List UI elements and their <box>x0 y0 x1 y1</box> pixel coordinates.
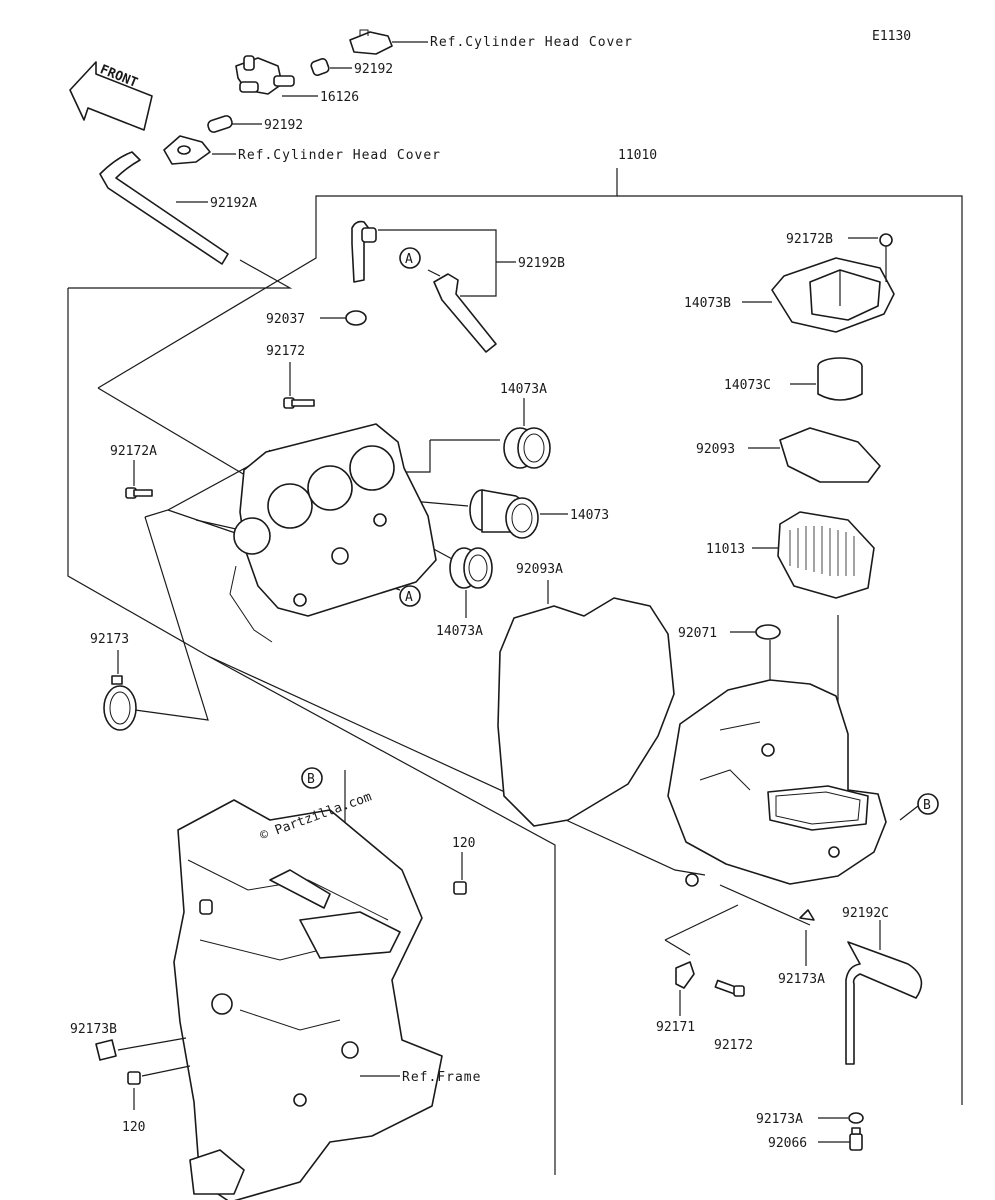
gasket-92093A <box>497 597 675 827</box>
frame-main <box>173 799 443 1200</box>
label-14073A-bottom: 14073A <box>436 624 483 639</box>
label-120-bottom: 120 <box>122 1120 145 1135</box>
label-92037: 92037 <box>266 312 305 327</box>
callout-a-top: A <box>399 247 421 269</box>
label-92173A-top: 92173A <box>778 972 825 987</box>
label-ref-head-bottom: Ref.Cylinder Head Cover <box>238 148 441 163</box>
boot-14073A-top <box>503 427 551 469</box>
boot-14073A-bottom <box>449 547 493 589</box>
label-92172-bottom: 92172 <box>714 1038 753 1053</box>
label-92192B: 92192B <box>518 256 565 271</box>
label-14073C: 14073C <box>724 378 771 393</box>
callout-a-top-text: A <box>405 252 413 267</box>
head-cover-ref-top <box>349 31 393 55</box>
label-92066: 92066 <box>768 1136 807 1151</box>
label-92192A: 92192A <box>210 196 257 211</box>
hose-92192C <box>845 941 923 1065</box>
label-92173A-bottom: 92173A <box>756 1112 803 1127</box>
label-11010: 11010 <box>618 148 657 163</box>
filter-element-11013 <box>777 511 875 599</box>
label-92071: 92071 <box>678 626 717 641</box>
bolt-92172-top <box>283 397 315 409</box>
hose-92192-top <box>310 58 330 76</box>
bolt-92172-bottom <box>714 979 745 997</box>
clamp-92173 <box>103 675 137 731</box>
intake-duct-group <box>103 362 675 827</box>
callout-a-bottom-text: A <box>405 590 413 605</box>
label-92171: 92171 <box>656 1020 695 1035</box>
label-92192-mid: 92192 <box>264 118 303 133</box>
label-92093: 92093 <box>696 442 735 457</box>
frame-ref-group <box>95 799 467 1200</box>
clamp-92173A-bottom <box>848 1112 864 1124</box>
front-arrow-icon: FRONT <box>69 61 153 131</box>
hose-92192-mid <box>207 115 233 133</box>
callout-b-right-text: B <box>923 798 931 813</box>
label-14073B: 14073B <box>684 296 731 311</box>
label-120-top: 120 <box>452 836 475 851</box>
bolt-120-bottom <box>127 1071 141 1085</box>
label-92172B: 92172B <box>786 232 833 247</box>
hose-92192B-right <box>433 273 497 353</box>
label-11013: 11013 <box>706 542 745 557</box>
hose-92192A <box>99 151 229 265</box>
label-16126: 16126 <box>320 90 359 105</box>
callout-b-right: B <box>917 793 939 815</box>
part-labels: Ref.Cylinder Head Cover 92192 16126 9219… <box>70 35 889 1151</box>
plug-92066 <box>849 1127 863 1151</box>
top-hose-group <box>99 29 516 353</box>
label-92173B: 92173B <box>70 1022 117 1037</box>
boot-14073 <box>469 489 539 539</box>
air-cleaner-group <box>667 233 895 887</box>
label-92173: 92173 <box>90 632 129 647</box>
label-92172: 92172 <box>266 344 305 359</box>
clamp-92037 <box>345 310 367 326</box>
label-92192-top: 92192 <box>354 62 393 77</box>
clip-92171 <box>675 961 695 989</box>
bolt-92172A <box>125 487 153 499</box>
grommet-92071 <box>755 624 781 640</box>
gasket-92093 <box>779 427 881 483</box>
label-ref-frame: Ref.Frame <box>402 1070 481 1085</box>
label-ref-head-top: Ref.Cylinder Head Cover <box>430 35 633 50</box>
clamp-92173A-top <box>799 909 815 921</box>
breather-group <box>675 909 923 1151</box>
label-14073A-top: 14073A <box>500 382 547 397</box>
callout-b-left-text: B <box>307 772 315 787</box>
label-14073: 14073 <box>570 508 609 523</box>
clip-92173B <box>95 1039 117 1061</box>
sleeve-14073C <box>817 357 863 401</box>
callout-b-left: B <box>301 767 323 789</box>
callout-a-bottom: A <box>399 585 421 607</box>
air-cleaner-housing <box>667 679 887 885</box>
label-92093A: 92093A <box>516 562 563 577</box>
diagram-id: E1130 <box>872 29 911 44</box>
bolt-120-top <box>453 881 467 895</box>
label-92172A: 92172A <box>110 444 157 459</box>
label-92192C: 92192C <box>842 906 889 921</box>
